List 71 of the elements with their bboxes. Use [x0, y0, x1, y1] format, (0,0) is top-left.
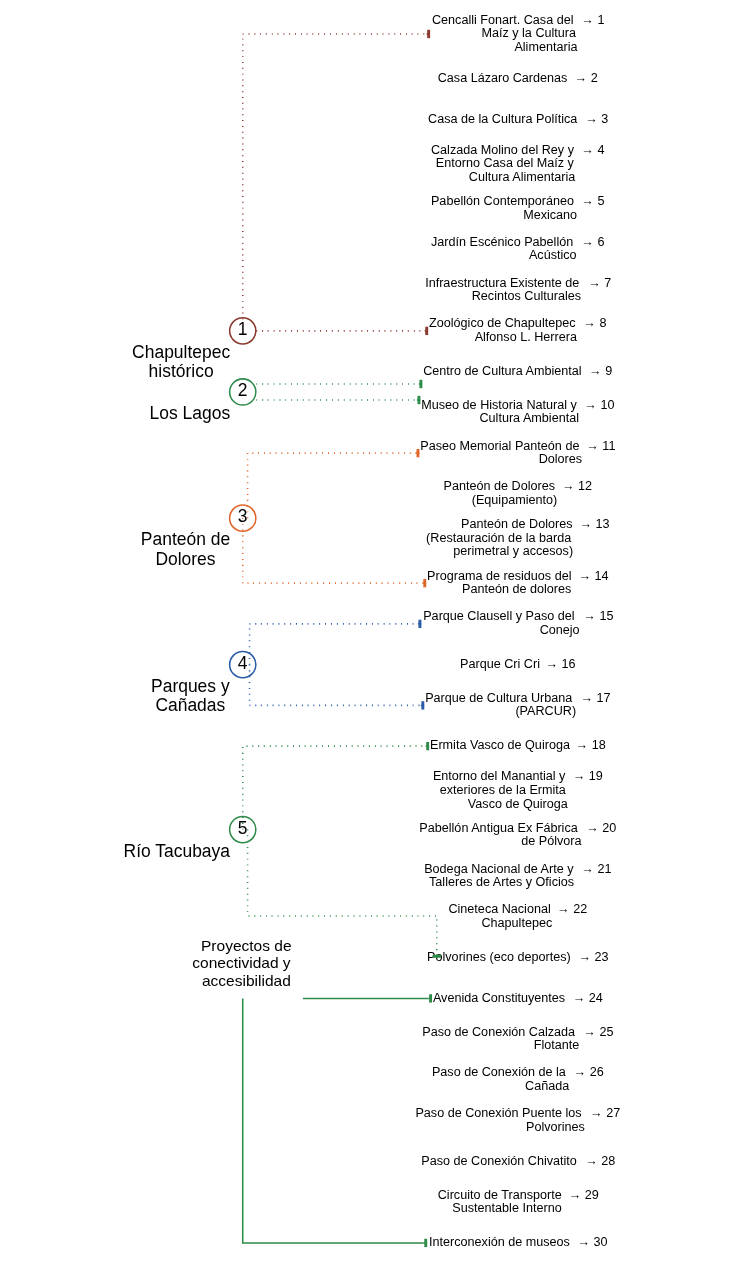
node-text: Proyectos de conectividad y accesibilidad	[192, 936, 292, 989]
node-label: → 21	[581, 861, 612, 876]
node-label: → 20	[586, 820, 617, 835]
node-label: → 8	[583, 316, 607, 331]
node-label: → 22	[557, 902, 588, 917]
node-text: Cencalli Fonart. Casa del Maíz y la Cultura Alimentaria	[431, 12, 578, 54]
node-text: Pabellón Contemporáneo Mexicano	[430, 194, 578, 222]
node-label: Parques y Cañadas	[151, 675, 230, 716]
node-text: Parque Cri Cri	[460, 656, 540, 671]
node-text: Paseo Memorial Panteón de Dolores	[420, 438, 583, 467]
node-label: → 10	[584, 397, 615, 412]
node-label: → 28	[585, 1153, 616, 1168]
node-label: → 24	[572, 990, 603, 1005]
node-label: → 23	[578, 949, 609, 964]
node-text: Paso de Conexión Calzada Flotante	[422, 1024, 580, 1053]
node-text: Pabellón Antigua Ex Fábrica de Pólvora	[419, 820, 582, 849]
node-label: → 18	[575, 738, 606, 753]
node-text: Casa de la Cultura Política	[428, 111, 578, 126]
node-text: Paso de Conexión Puente los Polvorines	[415, 1106, 585, 1134]
node-label: → 1	[581, 12, 605, 27]
node-label: → 13	[579, 517, 610, 532]
node-text: Avenida Constituyentes	[432, 990, 566, 1005]
node-text: Circuito de Transporte Sustentable Interno	[437, 1187, 562, 1216]
node-text: Infraestructura Existente de Recintos Culturales	[425, 275, 582, 304]
node-label: → 16	[545, 656, 576, 671]
node-label: → 3	[585, 111, 609, 126]
node-label: → 19	[572, 769, 603, 784]
node-text: Museo de Historia Natural y Cultura Ambiental	[421, 397, 580, 426]
node-text: Jardín Escénico Pabellón Acústico	[430, 234, 577, 263]
node-text: Cineteca Nacional Chapultepec	[448, 902, 553, 930]
node-label: → 27	[590, 1106, 621, 1121]
node-label: → 25	[583, 1024, 614, 1039]
node-text: Polvorines (eco deportes)	[427, 949, 571, 964]
node-label: → 4	[581, 142, 605, 157]
node-circle: 2	[228, 378, 257, 406]
node-text: Ermita Vasco de Quiroga	[430, 738, 570, 753]
node-circle: 4	[228, 650, 257, 679]
node-text: Paso de Conexión Chivatito	[421, 1153, 577, 1168]
node-label: → 7	[588, 275, 612, 290]
node-label: Panteón de Dolores	[140, 529, 231, 569]
node-label: → 6	[581, 234, 605, 249]
node-text: Entorno del Manantial y exteriores de la Ermita Vasco de Quiroga	[432, 769, 568, 811]
node-text: Calzada Molino del Rey y Entorno Casa del Maíz y Cultura Alimentaria	[430, 142, 576, 184]
node-label: → 11	[586, 438, 616, 453]
node-circle: 5	[228, 815, 257, 844]
node-text: Interconexión de museos	[429, 1235, 570, 1250]
node-text: Casa Lázaro Cardenas	[437, 70, 568, 85]
node-label: → 12	[561, 479, 593, 494]
node-label: Los Lagos	[149, 403, 231, 424]
node-text: Programa de residuos del Panteón de dolores	[427, 568, 572, 597]
node-label: → 2	[574, 70, 598, 85]
node-label: → 30	[577, 1235, 608, 1250]
node-label: → 26	[573, 1065, 604, 1080]
node-label: → 29	[568, 1187, 599, 1202]
node-circle: 1	[228, 317, 257, 345]
node-text: Parque de Cultura Urbana (PARCUR)	[425, 690, 577, 719]
node-text: Bodega Nacional de Arte y Talleres de Artes y Oficios	[424, 861, 575, 890]
node-label: Río Tacubaya	[123, 840, 230, 861]
node-label: → 17	[580, 690, 611, 705]
node-label: → 5	[581, 194, 605, 209]
node-label: → 9	[589, 363, 613, 378]
node-text: Parque Clausell y Paso del Conejo	[423, 609, 580, 637]
node-text: Panteón de Dolores (Equipamiento)	[443, 479, 558, 507]
node-text: Panteón de Dolores (Restauración de la barda perimetral y accesos)	[426, 517, 574, 559]
node-text: Zoológico de Chapultepec Alfonso L. Herrera	[429, 316, 577, 344]
node-label: → 14	[578, 568, 609, 583]
node-circle: 3	[228, 504, 257, 532]
node-label: Chapultepec histórico	[132, 341, 231, 382]
node-label: → 15	[583, 609, 614, 624]
node-text: Paso de Conexión de la Cañada	[431, 1065, 570, 1094]
node-text: Centro de Cultura Ambiental	[423, 363, 582, 378]
